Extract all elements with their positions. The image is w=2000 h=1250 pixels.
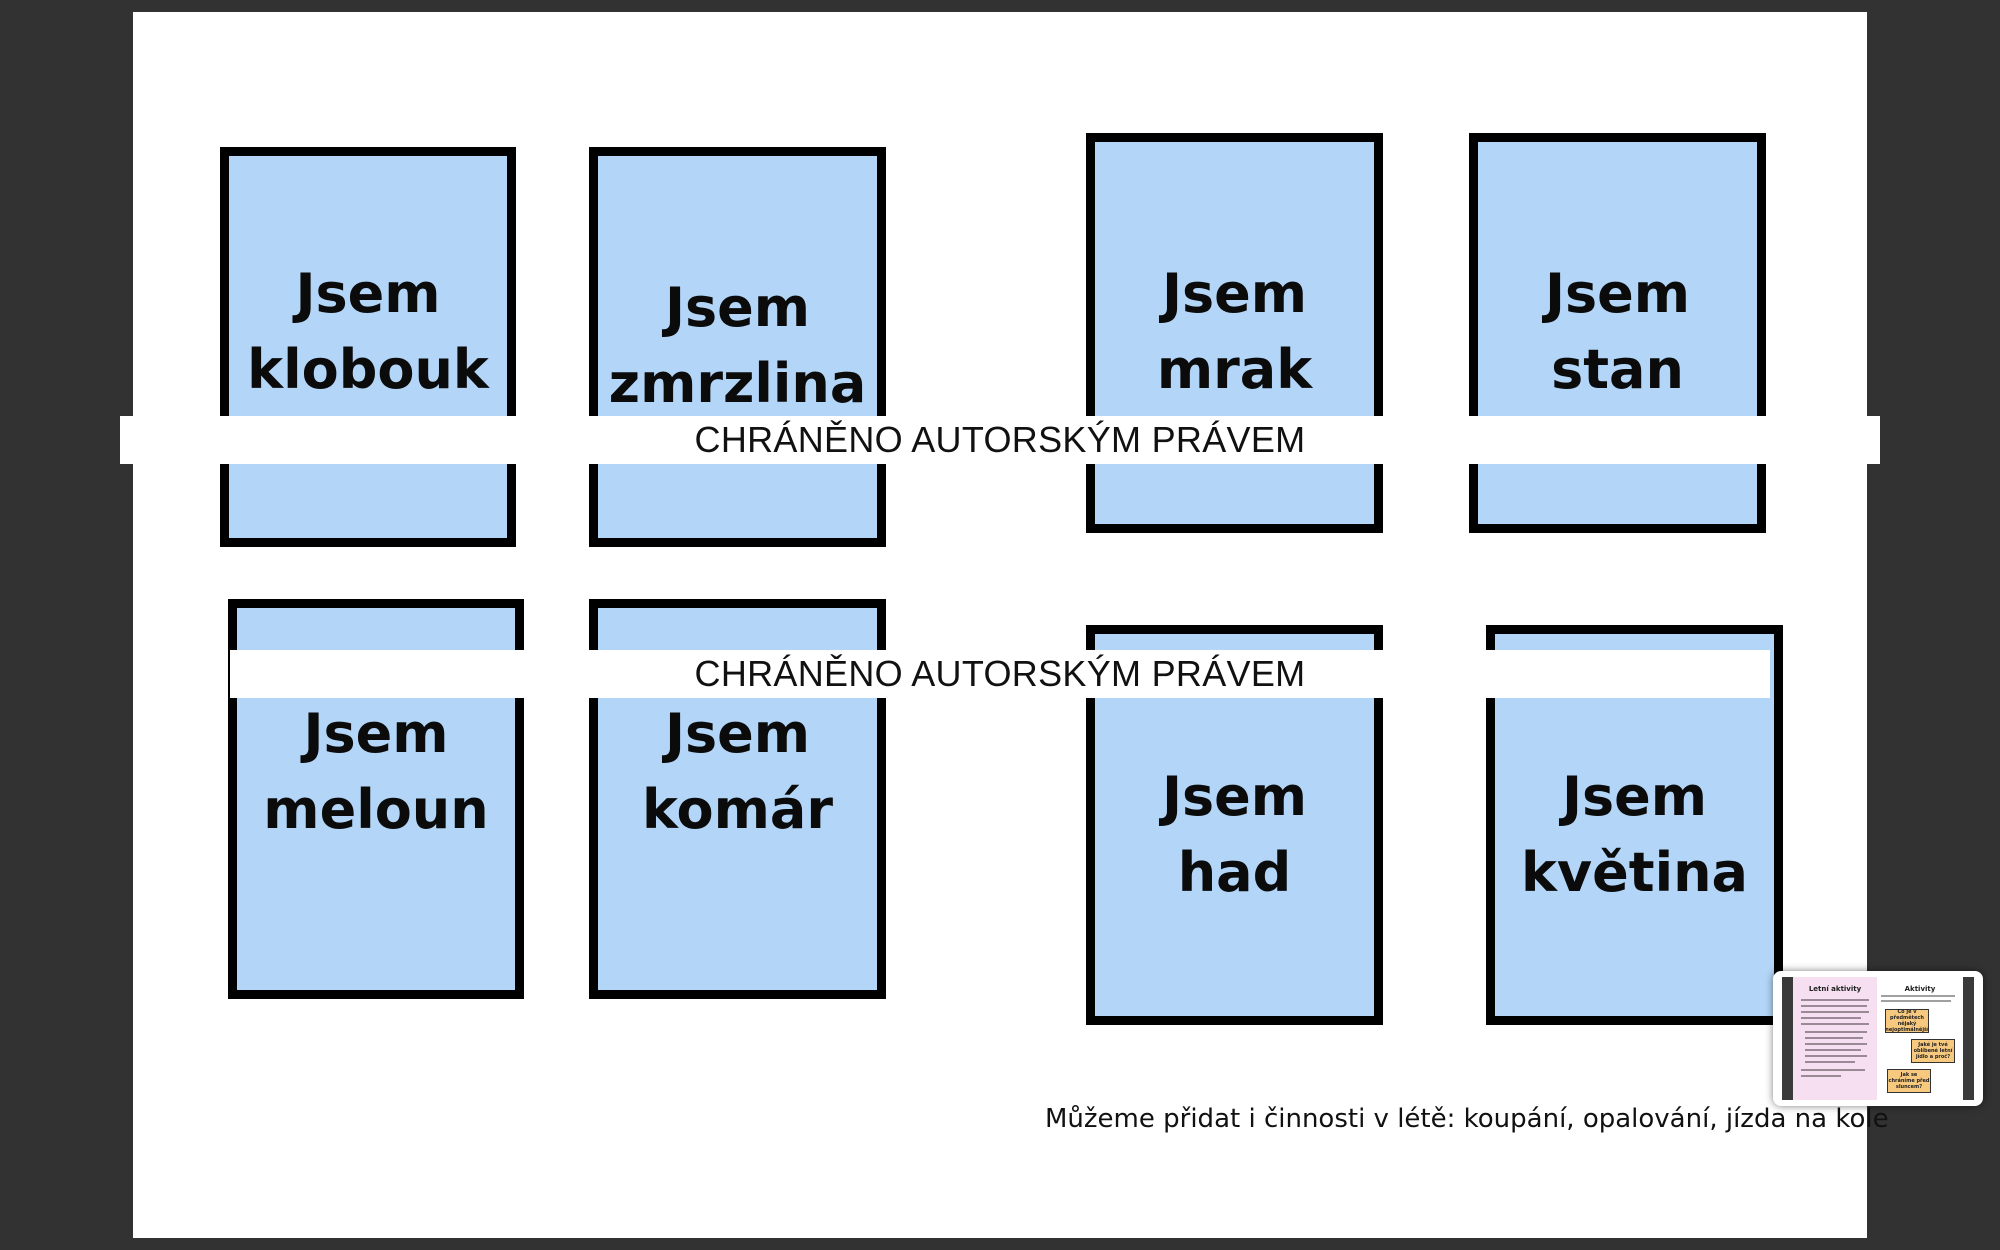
copyright-banner-top: CHRÁNĚNO AUTORSKÝM PRÁVEM bbox=[120, 416, 1880, 464]
text-line bbox=[1805, 1043, 1867, 1045]
copyright-banner-bottom: CHRÁNĚNO AUTORSKÝM PRÁVEM bbox=[230, 650, 1770, 698]
text-line bbox=[1805, 1031, 1867, 1033]
text-line bbox=[1801, 999, 1869, 1001]
thumbnail-right-panel: Aktivity Co je v předmětech nějaký nejop… bbox=[1877, 977, 1963, 1100]
thumbnail-question-box: Co je v předmětech nějaký nejoptimálnějš… bbox=[1885, 1009, 1929, 1033]
text-line bbox=[1801, 1005, 1867, 1007]
document-page: Jsem klobouk Jsem zmrzlina Jsem mrak Jse… bbox=[120, 12, 1880, 1238]
card-stan[interactable]: Jsem stan bbox=[1469, 133, 1766, 533]
card-line1: Jsem bbox=[303, 702, 449, 765]
card-line2: komár bbox=[642, 778, 833, 841]
thumbnail-left-panel: Letní aktivity bbox=[1793, 977, 1877, 1100]
text-line bbox=[1801, 1011, 1869, 1013]
card-line1: Jsem bbox=[1544, 262, 1691, 325]
text-line bbox=[1805, 1037, 1863, 1039]
text-line bbox=[1805, 1049, 1861, 1051]
card-line2: mrak bbox=[1156, 338, 1313, 401]
card-line1: Jsem bbox=[664, 702, 811, 765]
copyright-text: CHRÁNĚNO AUTORSKÝM PRÁVEM bbox=[694, 653, 1306, 694]
card-mrak[interactable]: Jsem mrak bbox=[1086, 133, 1383, 533]
thumbnail-canvas: Letní aktivity Aktivity Co je v předměte… bbox=[1782, 977, 1974, 1100]
text-line bbox=[1805, 1061, 1855, 1063]
thumbnail-right-title: Aktivity bbox=[1904, 985, 1936, 993]
thumbnail-left-title: Letní aktivity bbox=[1808, 985, 1862, 993]
text-line bbox=[1881, 1000, 1951, 1002]
card-line1: Jsem bbox=[1561, 765, 1708, 828]
card-line1: Jsem bbox=[664, 276, 811, 339]
text-line bbox=[1801, 1075, 1841, 1077]
card-line1: Jsem bbox=[295, 262, 441, 325]
text-line bbox=[1881, 995, 1955, 997]
note-text: Můžeme přidat i činnosti v létě: koupání… bbox=[1045, 1104, 1889, 1134]
card-line2: had bbox=[1177, 841, 1292, 904]
thumbnail-question-box: Jaké je tvé oblíbené letní jídlo a proč? bbox=[1911, 1039, 1955, 1063]
text-line bbox=[1805, 1055, 1867, 1057]
copyright-text: CHRÁNĚNO AUTORSKÝM PRÁVEM bbox=[694, 419, 1306, 460]
card-klobouk[interactable]: Jsem klobouk bbox=[220, 147, 516, 547]
thumbnail-question-box: Jak se chráníme před sluncem? bbox=[1887, 1069, 1931, 1093]
card-line2: meloun bbox=[263, 778, 489, 841]
text-line bbox=[1801, 1069, 1865, 1071]
card-line2: stan bbox=[1551, 338, 1684, 401]
text-line bbox=[1801, 1023, 1869, 1025]
card-line2: klobouk bbox=[247, 338, 489, 401]
card-line1: Jsem bbox=[1161, 262, 1308, 325]
text-line bbox=[1801, 1017, 1861, 1019]
card-line2: zmrzlina bbox=[608, 352, 867, 415]
slide-thumbnail[interactable]: Letní aktivity Aktivity Co je v předměte… bbox=[1773, 971, 1983, 1106]
card-line2: květina bbox=[1521, 841, 1748, 904]
card-line1: Jsem bbox=[1161, 765, 1308, 828]
card-zmrzlina[interactable]: Jsem zmrzlina bbox=[589, 147, 886, 547]
